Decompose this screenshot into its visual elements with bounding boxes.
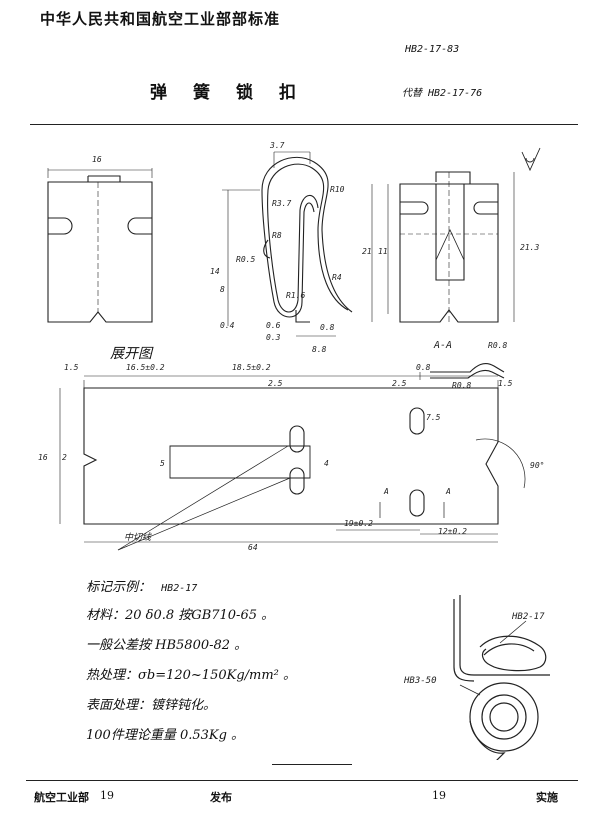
dev-dim-16: 16: [38, 453, 48, 462]
weight-note: 100件理论重量 0.53Kg 。: [86, 728, 245, 743]
separator-short: [272, 764, 352, 765]
dim-14: 14: [210, 267, 220, 276]
dim-r4: R4: [332, 273, 342, 282]
cut-line-label: 中切线: [124, 532, 152, 543]
dev-dim-2-5a: 2.5: [268, 379, 283, 388]
standard-number: HB2-17-83: [405, 44, 460, 55]
dev-dim-16-5: 16.5±0.2: [126, 363, 165, 372]
dev-dim-2: 2: [62, 453, 67, 462]
dim-r37: R3.7: [272, 199, 291, 208]
sec-dim-r08b: R0.8: [452, 381, 471, 390]
dim-r10: R10: [330, 185, 345, 194]
assembly-diagram: HB2-17 HB3-50: [403, 595, 550, 760]
dev-dim-4: 4: [324, 459, 329, 468]
dev-dim-7-5: 7.5: [426, 413, 441, 422]
section-a-a-view: [419, 363, 505, 380]
marking-value: HB2-17: [161, 583, 198, 594]
front-view: [47, 168, 153, 323]
side-profile-view: [222, 151, 353, 337]
right-view: [371, 147, 541, 323]
dim-8: 8: [220, 285, 225, 294]
dev-section-a-left: A: [383, 487, 389, 496]
dev-dim-12: 12±0.2: [438, 527, 467, 536]
dev-dim-18-5: 18.5±0.2: [232, 363, 271, 372]
dev-dim-5: 5: [160, 459, 165, 468]
section-label: A-A: [433, 340, 452, 351]
marking-label: 标记示例：: [86, 580, 152, 595]
dim-0-6: 0.6: [266, 321, 281, 330]
dim-r16: R1.6: [286, 291, 305, 300]
document-title: 弹簧锁扣: [150, 83, 322, 103]
dim-r8: R8: [272, 231, 282, 240]
technical-drawing: 16 3.7 R10 R3.7 R8 R0.5 R1.6 R4 14 8 0.4…: [38, 141, 544, 552]
dim-8-8: 8.8: [312, 345, 327, 354]
surface-treatment-note: 表面处理：镀锌钝化。: [86, 698, 217, 713]
footer-rule: [26, 780, 578, 781]
dim-0-3: 0.3: [266, 333, 281, 342]
dev-section-a-right: A: [445, 487, 451, 496]
dim-3-7: 3.7: [269, 141, 285, 150]
dev-dim-19: 19±0.2: [344, 519, 373, 528]
footer-effective-date: 19: [432, 789, 446, 802]
dim-0-4: 0.4: [220, 321, 235, 330]
dim-16: 16: [92, 155, 102, 164]
dev-dim-1-5a: 1.5: [64, 363, 79, 372]
dim-r05: R0.5: [236, 255, 255, 264]
ref-hb2-17: HB2-17: [511, 612, 545, 622]
replaces-standard: 代替 HB2-17-76: [402, 88, 483, 99]
dev-dim-2-5b: 2.5: [392, 379, 407, 388]
tolerance-note: 一般公差按 HB5800-82 。: [86, 638, 248, 653]
sec-dim-r08a: R0.8: [488, 341, 507, 350]
dim-11: 11: [378, 247, 388, 256]
dev-dim-90: 90°: [530, 461, 544, 470]
development-label: 展开图: [110, 346, 154, 362]
dev-dim-64: 64: [248, 543, 258, 552]
material-note: 材料：20 δ0.8 按GB710-65 。: [86, 608, 275, 623]
development-view: [59, 375, 526, 551]
dim-21: 21: [362, 247, 372, 256]
header-rule: [30, 124, 578, 125]
dim-21-3: 21.3: [520, 243, 539, 252]
ref-hb3-50: HB3-50: [403, 676, 437, 686]
marking-example: 标记示例： HB2-17: [86, 576, 197, 595]
issuing-organization: 中华人民共和国航空工业部部标准: [40, 10, 281, 28]
footer-issuer: 航空工业部: [34, 791, 89, 804]
footer-issue-date: 19: [100, 789, 114, 802]
dev-dim-1-5b: 1.5: [498, 379, 513, 388]
sec-dim-0-8: 0.8: [416, 363, 431, 372]
footer-published: 发布: [210, 791, 232, 804]
dim-0-8: 0.8: [320, 323, 335, 332]
footer-implemented: 实施: [536, 791, 558, 804]
heat-treatment-note: 热处理：σb=120~150Kg/mm² 。: [86, 668, 297, 683]
